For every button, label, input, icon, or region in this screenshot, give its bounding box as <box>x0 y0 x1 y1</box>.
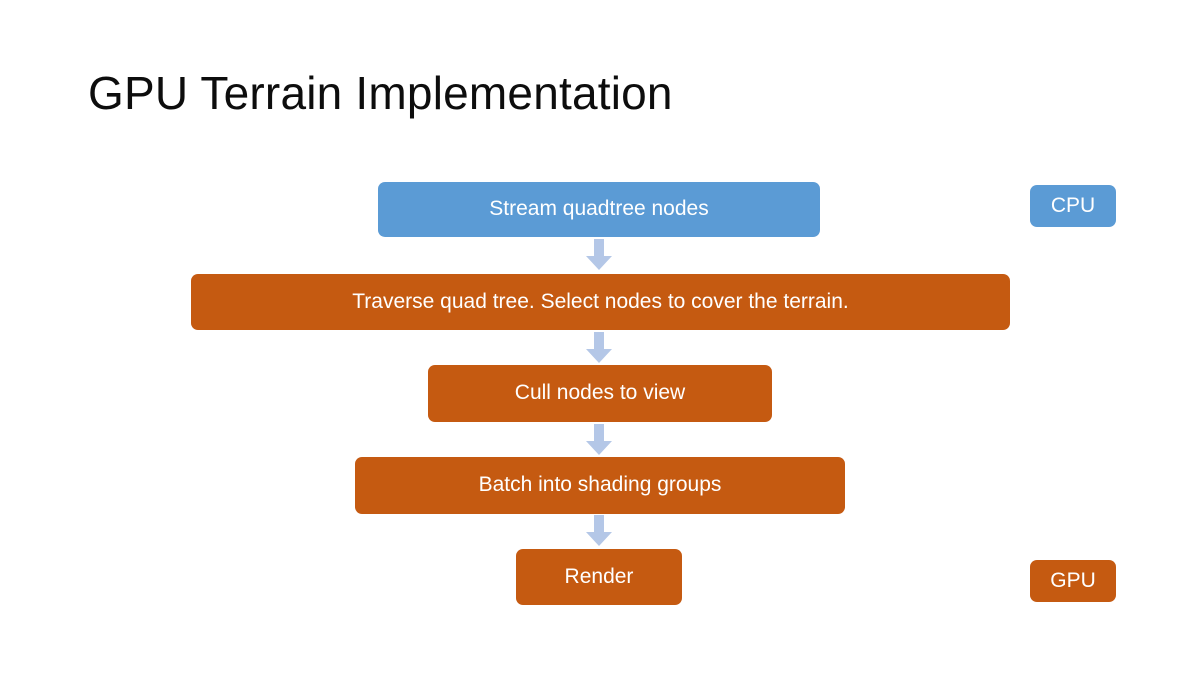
arrow-down-icon-4 <box>585 515 613 547</box>
flow-box-label: Render <box>564 564 634 588</box>
legend-badge-cpu-label: CPU <box>1050 194 1096 217</box>
arrow-down-icon-3 <box>585 424 613 456</box>
legend-badge-cpu: CPU <box>1030 185 1116 227</box>
legend-badge-gpu: GPU <box>1030 560 1116 602</box>
flow-box-label: Stream quadtree nodes <box>489 197 709 221</box>
flow-box-traverse-quad-tree[interactable]: Traverse quad tree. Select nodes to cove… <box>191 274 1010 330</box>
flow-box-cull-nodes-to-view[interactable]: Cull nodes to view <box>428 365 772 422</box>
flow-box-render[interactable]: Render <box>516 549 682 605</box>
flow-box-label: Batch into shading groups <box>478 473 722 497</box>
arrow-down-icon-1 <box>585 239 613 271</box>
arrow-down-icon-2 <box>585 332 613 364</box>
flow-box-label: Cull nodes to view <box>514 381 686 405</box>
flow-box-stream-quadtree-nodes[interactable]: Stream quadtree nodes <box>378 182 820 237</box>
page-title: GPU Terrain Implementation <box>88 67 673 119</box>
flow-box-label: Traverse quad tree. Select nodes to cove… <box>352 289 849 313</box>
legend-badge-gpu-label: GPU <box>1050 569 1096 592</box>
flow-box-batch-into-shading-groups[interactable]: Batch into shading groups <box>355 457 845 514</box>
